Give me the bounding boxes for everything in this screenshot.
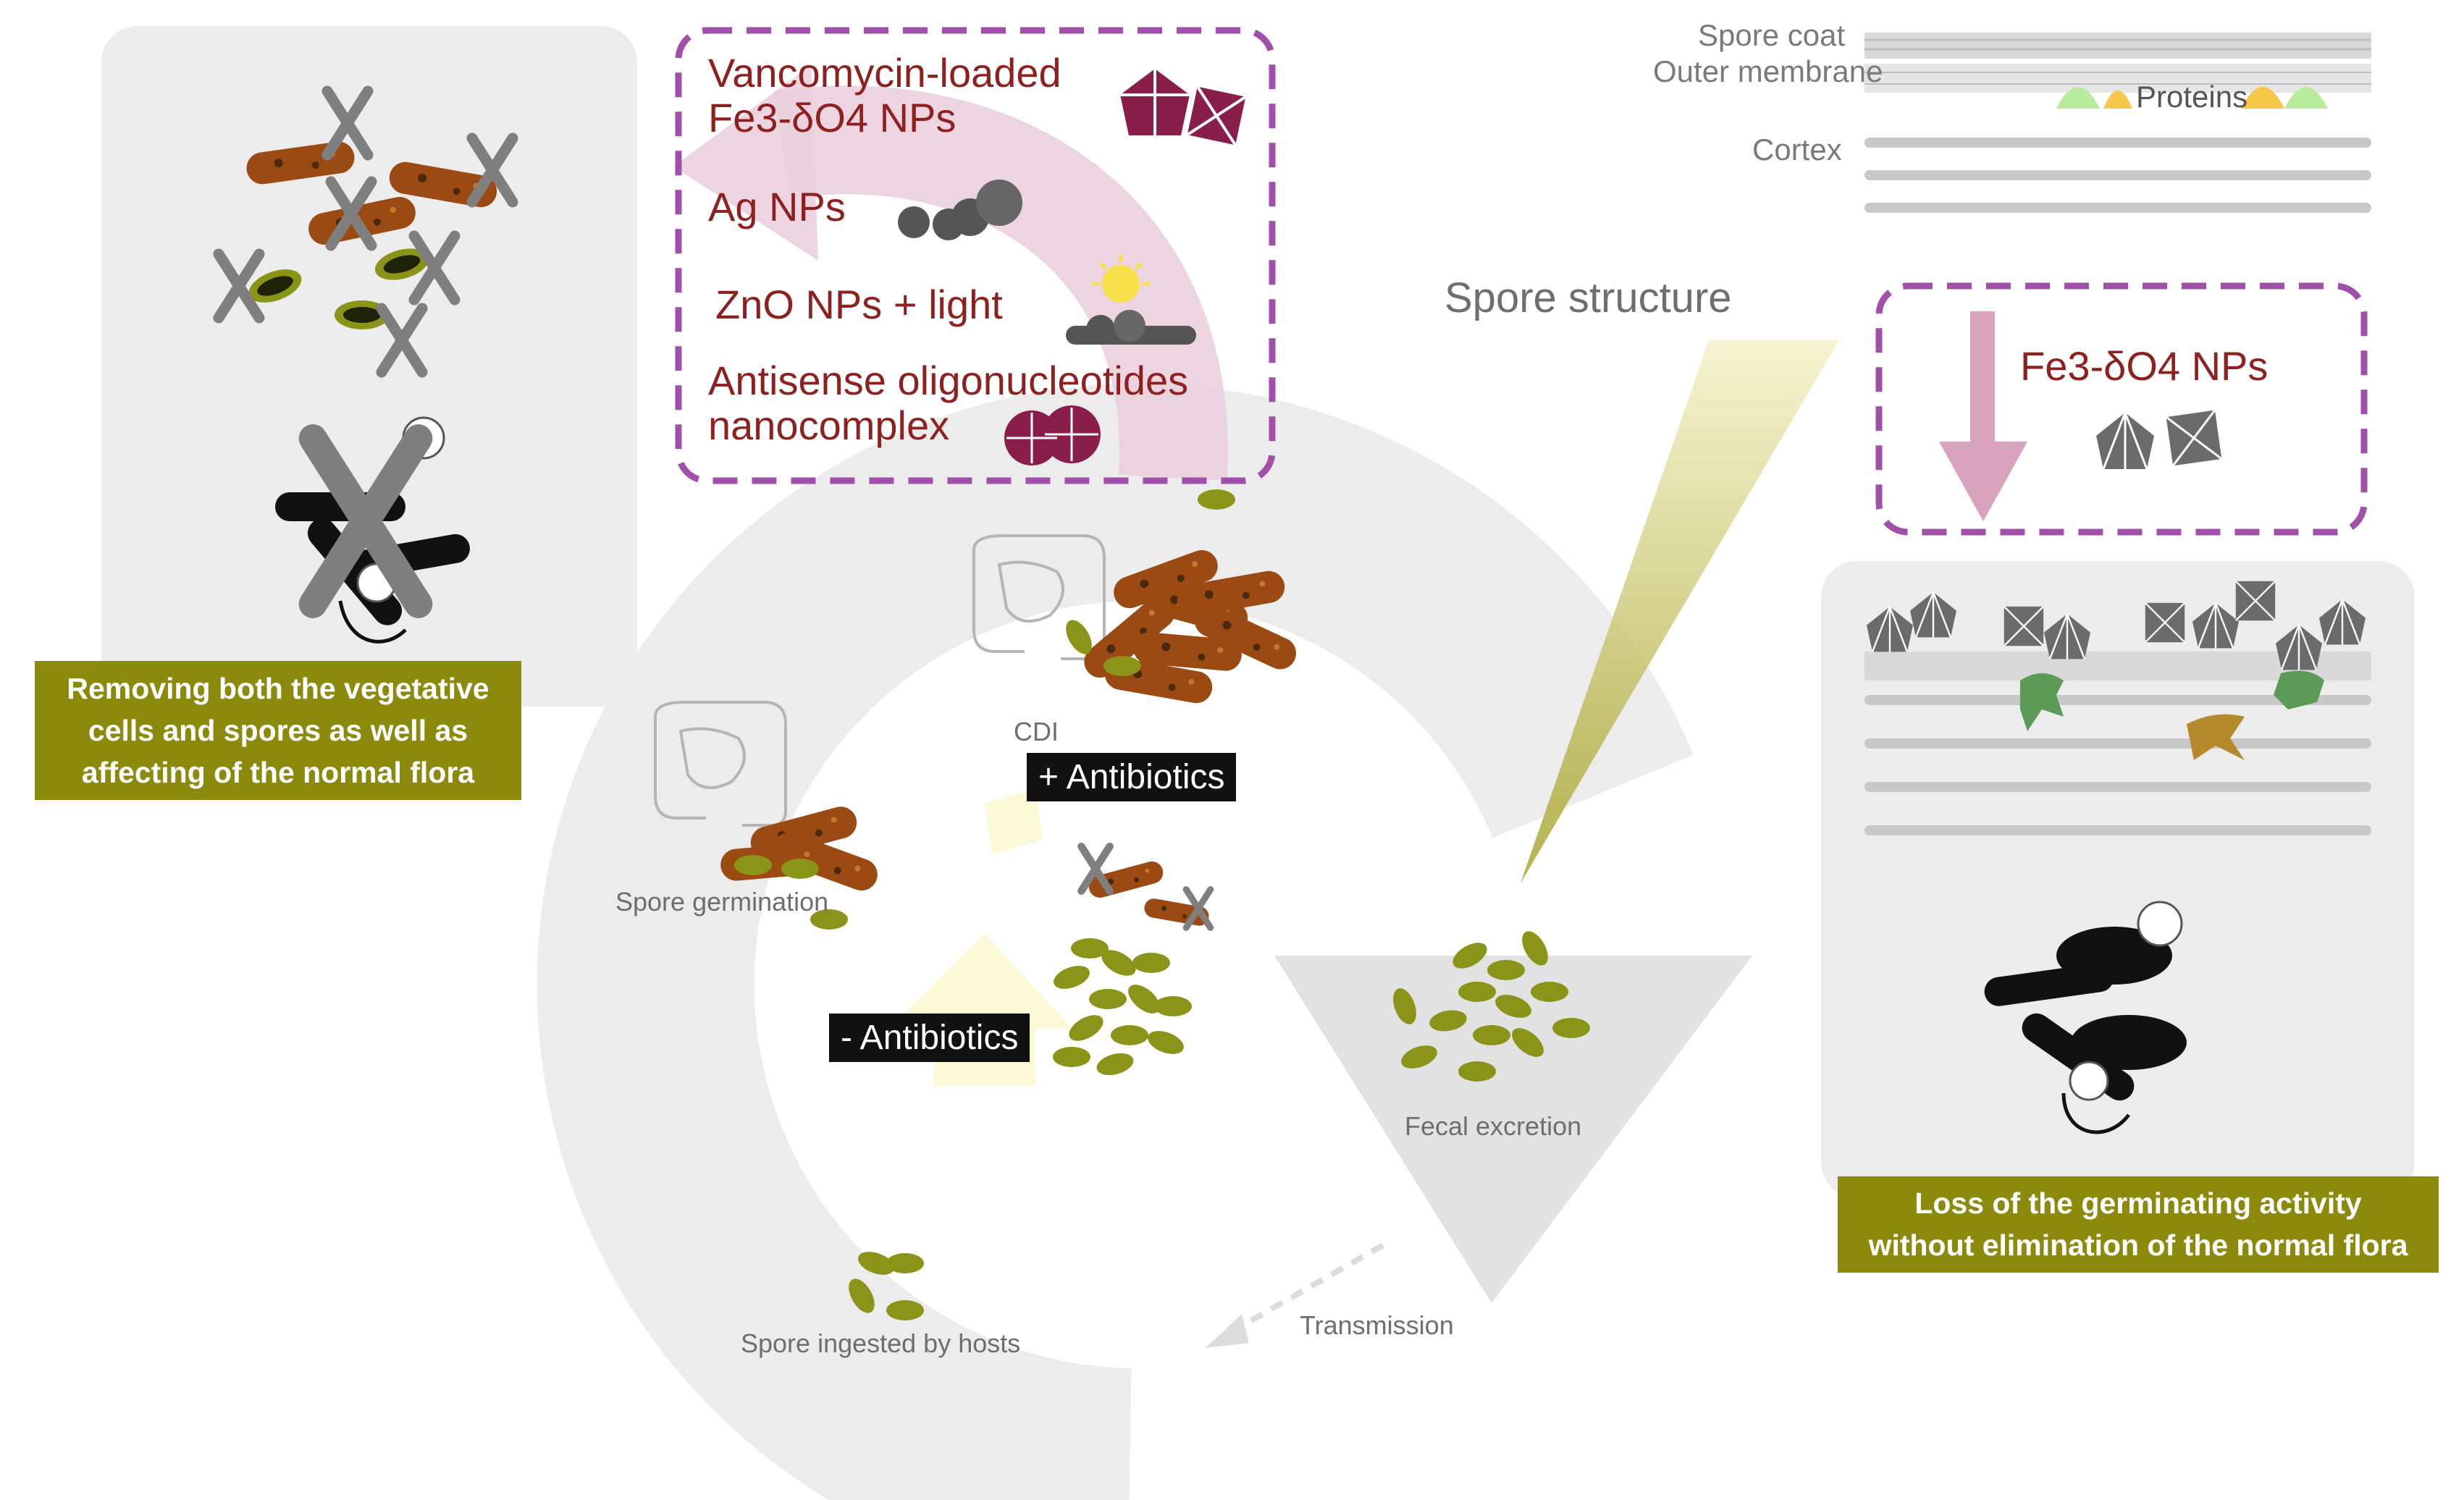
vancomycin-np-icon xyxy=(1120,69,1190,135)
center-spore-cluster xyxy=(1050,846,1211,1079)
transmission-arrow xyxy=(1206,1242,1384,1348)
right-panel-normal-flora xyxy=(1982,901,2187,1134)
right-caption: Loss of the germinating activity without… xyxy=(1838,1176,2439,1273)
proteins-label: Proteins xyxy=(2136,80,2248,114)
antisense-label: Antisense oligonucleotides nanocomplex xyxy=(708,358,1189,448)
zno-np-icon xyxy=(1066,310,1196,345)
right-panel xyxy=(1821,561,2415,1198)
spore-structure-beam xyxy=(1521,340,1839,883)
spore-structure-title: Spore structure xyxy=(1445,274,1732,321)
transmission-label: Transmission xyxy=(1300,1310,1454,1340)
ag-np-label: Ag NPs xyxy=(708,184,846,229)
zno-label: ZnO NPs + light xyxy=(715,282,1003,327)
pink-curved-arrow xyxy=(673,65,1228,481)
fe-np-label: Fe3-δO4 NPs xyxy=(2020,343,2269,389)
vancomycin-cube-icon xyxy=(1186,85,1247,146)
spore-coat-layer xyxy=(1864,33,2371,59)
cortex-layer xyxy=(1864,138,2371,213)
pink-down-arrow xyxy=(1939,311,2027,521)
outer-membrane-label: Outer membrane xyxy=(1653,54,1883,88)
cortex-label: Cortex xyxy=(1752,132,1842,167)
proteins-layer xyxy=(2056,87,2328,109)
sun-icon xyxy=(1092,255,1150,303)
fecal-excretion-label: Fecal excretion xyxy=(1405,1111,1582,1141)
right-panel-proteins xyxy=(2020,670,2324,760)
antisense-nanocomplex-icon xyxy=(1004,405,1101,465)
minus-antibiotics-label: - Antibiotics xyxy=(829,1014,1030,1062)
ag-np-icon xyxy=(898,180,1022,240)
plus-antibiotics-label: + Antibiotics xyxy=(1027,753,1237,801)
spore-coat-label: Spore coat xyxy=(1698,18,1846,52)
spore-germination-label: Spore germination xyxy=(615,887,829,917)
outer-membrane-layer xyxy=(1864,64,2371,93)
spore-ingested-label: Spore ingested by hosts xyxy=(741,1328,1021,1358)
life-cycle-arrow xyxy=(537,384,1752,1500)
fe-treatment-box xyxy=(1875,282,2368,536)
left-caption: Removing both the vegetative cells and s… xyxy=(35,661,521,800)
fe-np-icons xyxy=(2095,409,2223,471)
left-panel-normal-flora xyxy=(275,416,473,644)
vancomycin-label: Vancomycin-loaded Fe3-δO4 NPs xyxy=(708,50,1061,140)
cdi-label: CDI xyxy=(1014,717,1059,746)
